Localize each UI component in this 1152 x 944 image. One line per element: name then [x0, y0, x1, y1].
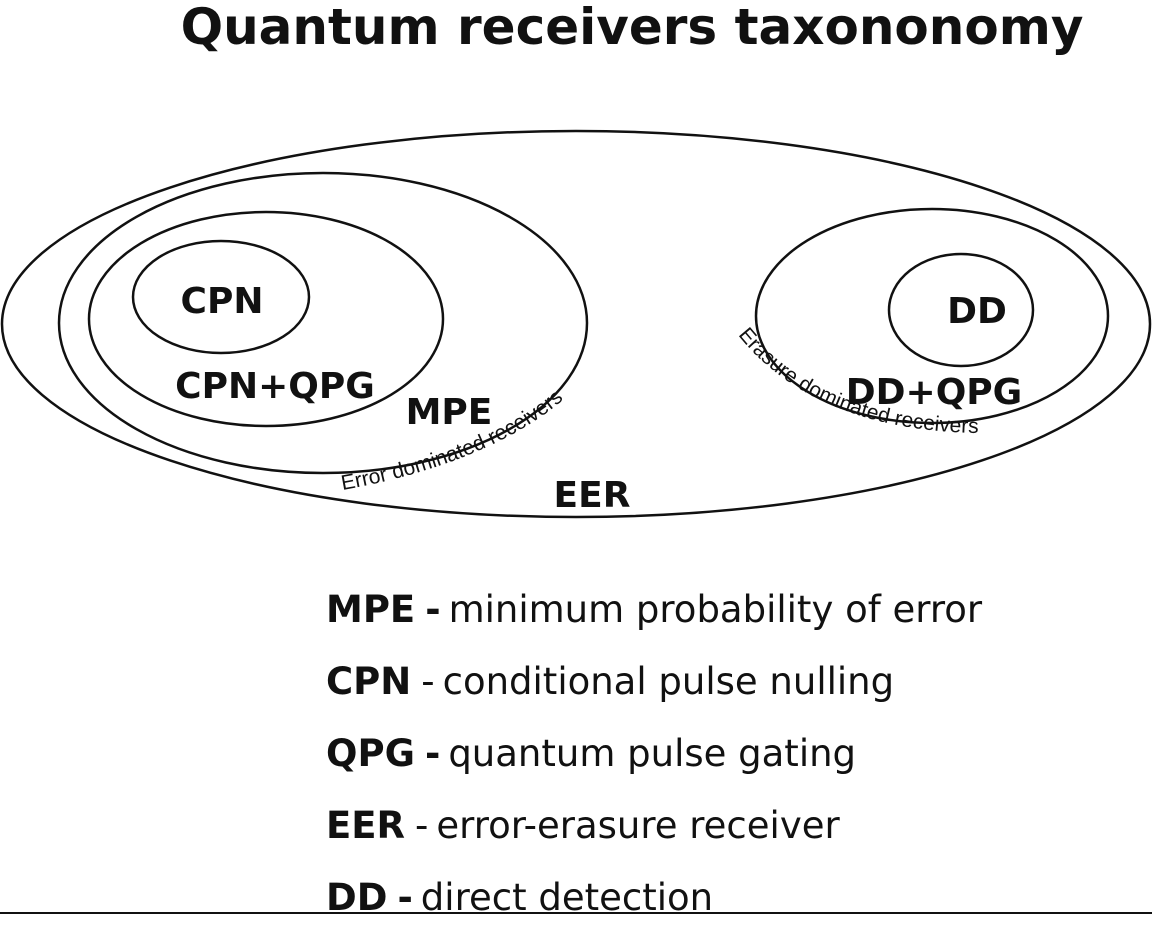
dd-label: DD: [947, 291, 1007, 332]
legend-description: quantum pulse gating: [448, 732, 857, 775]
cpn-ellipse: [131, 239, 311, 355]
cpn-qpg-label: CPN+QPG: [175, 366, 375, 407]
legend-abbr: CPN: [326, 660, 412, 703]
legend-description: error-erasure receiver: [436, 804, 840, 847]
eer-ellipse: [0, 129, 1152, 519]
dd-ellipse: [887, 252, 1035, 368]
cpn-qpg-ellipse: [87, 210, 445, 428]
taxonomy-diagram: Quantum receivers taxononomy CPN CPN+QPG…: [0, 0, 1152, 519]
legend-description: conditional pulse nulling: [442, 660, 895, 703]
error-dominated-ellipse: [57, 171, 589, 475]
legend-separator: -: [425, 588, 441, 631]
legend-description: direct detection: [420, 876, 714, 919]
legend-abbr: EER: [326, 804, 406, 847]
legend-item-qpg: QPG-quantum pulse gating: [326, 728, 982, 800]
legend-item-mpe: MPE-minimum probability of error: [326, 584, 982, 656]
eer-label: EER: [554, 475, 631, 516]
legend-item-eer: EER-error-erasure receiver: [326, 800, 982, 872]
legend-description: minimum probability of error: [448, 588, 983, 631]
legend-separator: -: [415, 804, 429, 847]
legend-item-dd: DD-direct detection: [326, 872, 982, 944]
legend-separator: -: [424, 732, 441, 775]
legend-abbr: MPE: [326, 588, 416, 631]
legend-abbr: DD: [326, 876, 388, 919]
legend-abbr: QPG: [326, 732, 415, 775]
legend-separator: -: [421, 660, 435, 703]
legend-item-cpn: CPN-conditional pulse nulling: [326, 656, 982, 728]
diagram-title: Quantum receivers taxononomy: [181, 0, 1084, 56]
cpn-label: CPN: [181, 281, 264, 322]
bottom-rule: [0, 912, 1152, 914]
erasure-dominated-ellipse: [754, 207, 1110, 425]
legend: MPE-minimum probability of error CPN-con…: [326, 584, 982, 944]
legend-separator: -: [397, 876, 413, 919]
mpe-label: MPE: [406, 392, 493, 433]
dd-qpg-label: DD+QPG: [846, 372, 1022, 413]
